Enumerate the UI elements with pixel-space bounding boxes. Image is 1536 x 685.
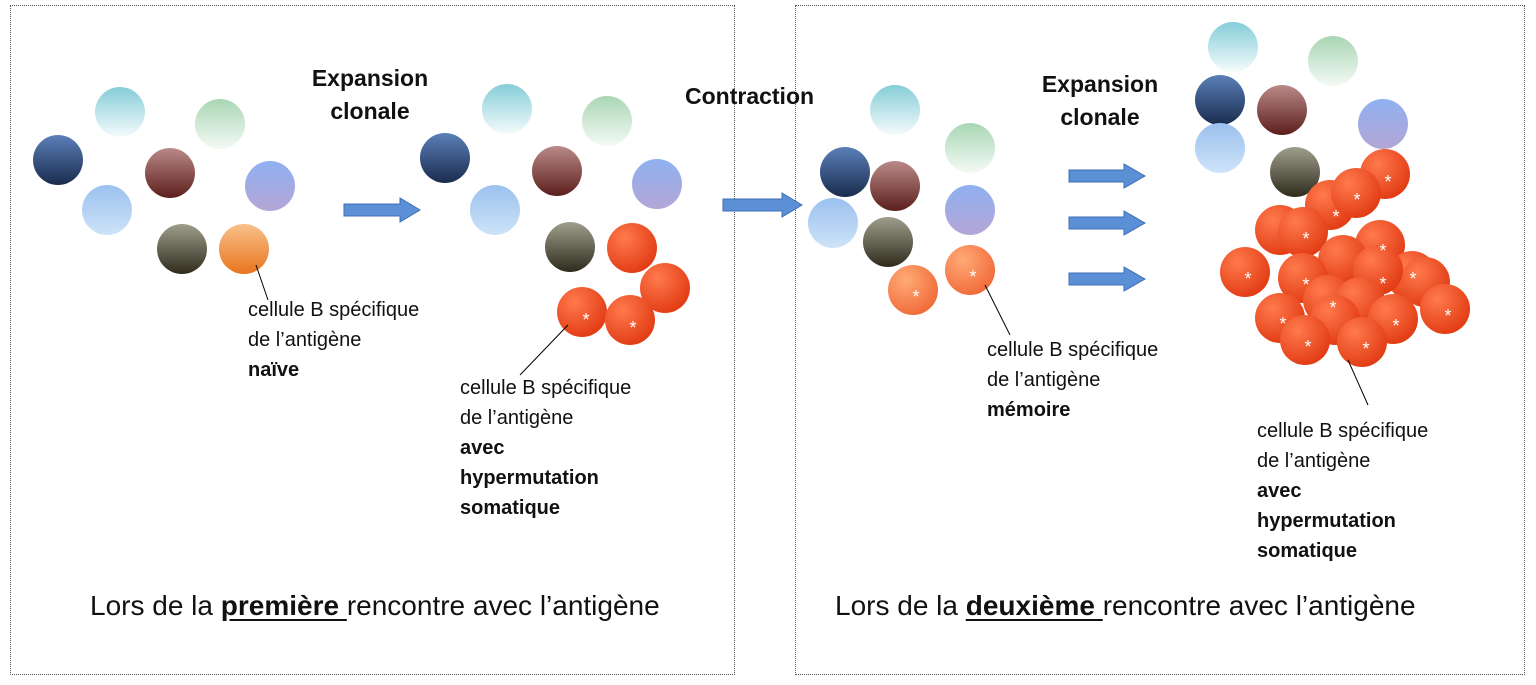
arrow-expansion-1 — [343, 197, 421, 223]
expansion-title-2: Expansion clonale — [1041, 71, 1159, 130]
arrows-expansion-2 — [1068, 163, 1147, 292]
svg-text:*: * — [1444, 306, 1451, 326]
svg-text:*: * — [1379, 274, 1386, 294]
svg-text:*: * — [1302, 229, 1309, 249]
memory-cell-label: cellule B spécifique de l’antigène mémoi… — [987, 339, 1159, 421]
svg-text:*: * — [1329, 298, 1336, 318]
svg-text:*: * — [1392, 316, 1399, 336]
mutated-cell-label-1: cellule B spécifique de l’antigène avec … — [460, 377, 632, 519]
first-encounter-panel — [10, 5, 735, 675]
first-encounter-caption: Lors de la première rencontre avec l’ant… — [90, 590, 660, 621]
second-encounter-caption: Lors de la deuxième rencontre avec l’ant… — [835, 590, 1416, 621]
memory-cell-group — [808, 85, 995, 315]
svg-text:*: * — [1279, 314, 1286, 334]
naive-specific-cell — [219, 224, 269, 274]
expanded-cell-group — [420, 84, 690, 345]
svg-text:*: * — [1362, 339, 1369, 359]
naive-cell-group — [33, 87, 295, 274]
svg-text:*: * — [582, 310, 589, 330]
memory-specific-cell — [945, 245, 995, 295]
svg-text:*: * — [1409, 269, 1416, 289]
svg-text:*: * — [1332, 207, 1339, 227]
svg-text:*: * — [969, 267, 976, 287]
svg-text:*: * — [1244, 269, 1251, 289]
mutated-cell-label-2: cellule B spécifique de l’antigène avec … — [1257, 420, 1429, 562]
naive-pointer-line — [255, 264, 269, 301]
svg-text:*: * — [1353, 190, 1360, 210]
expansion-title-1: Expansion clonale — [311, 65, 429, 124]
svg-text:*: * — [1384, 172, 1391, 192]
second-encounter-panel — [795, 5, 1525, 675]
arrow-contraction — [722, 192, 803, 218]
memory-pointer-line — [984, 284, 1011, 336]
svg-text:*: * — [1302, 275, 1309, 295]
mutated-pointer-line-1 — [519, 324, 569, 376]
svg-text:*: * — [912, 287, 919, 307]
contraction-title: Contraction — [685, 83, 815, 109]
svg-text:*: * — [629, 318, 636, 338]
svg-text:*: * — [1304, 337, 1311, 357]
secondary-expanded-cell-group — [1195, 22, 1470, 367]
mutation-markers: * * * * * * * * * * * * * * * * * * * — [582, 172, 1451, 359]
svg-text:*: * — [1379, 241, 1386, 261]
naive-cell-label: cellule B spécifique de l’antigène naïve — [248, 299, 420, 381]
mutated-pointer-line-2 — [1347, 359, 1369, 406]
